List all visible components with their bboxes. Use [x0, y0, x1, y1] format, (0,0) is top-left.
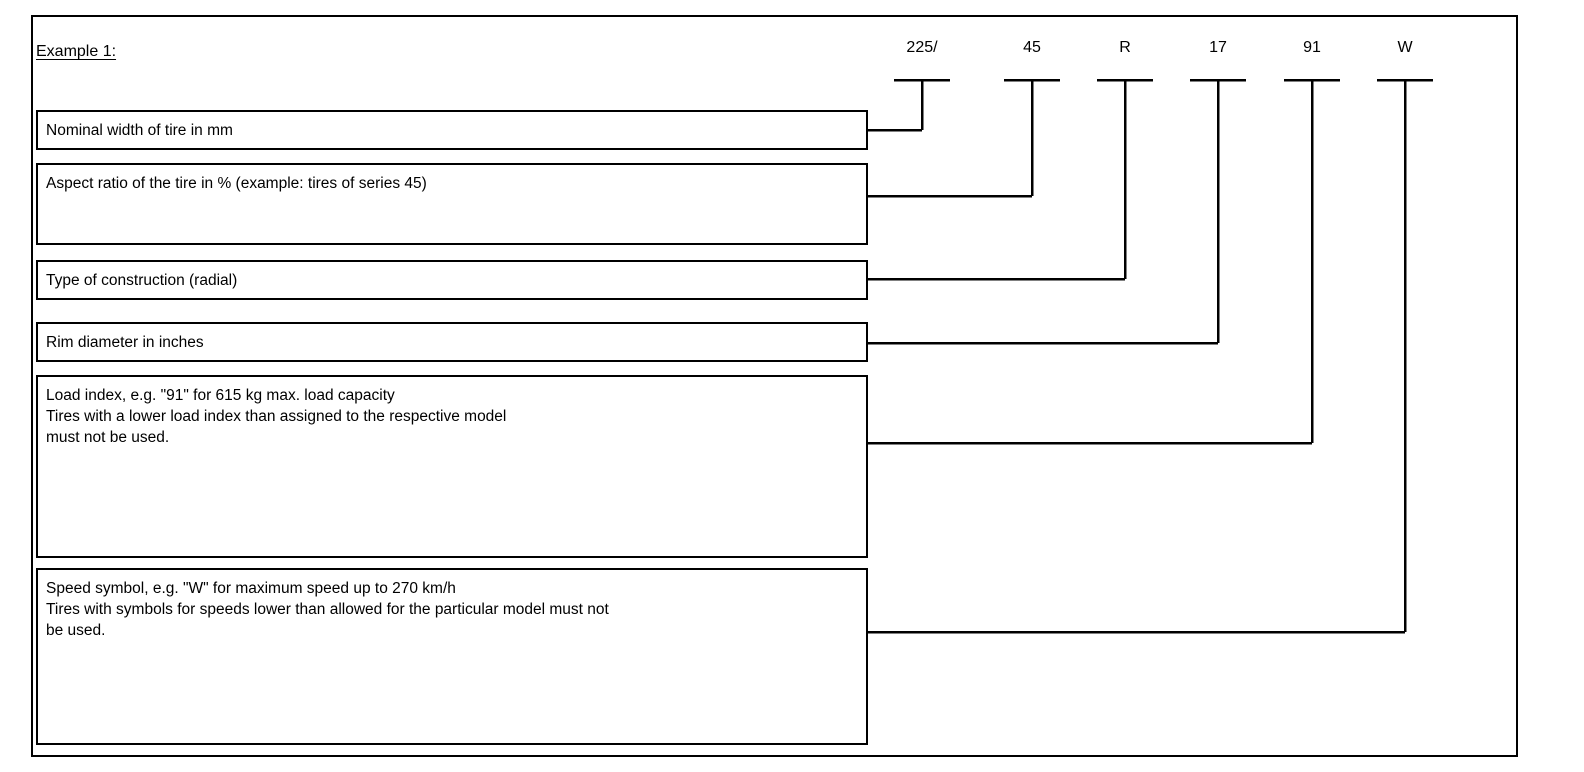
callout-box-rim-diameter: Rim diameter in inches [36, 322, 868, 362]
tire-code-token-construction: R [1119, 39, 1131, 56]
callout-text-aspect-ratio: Aspect ratio of the tire in % (example: … [46, 175, 427, 192]
callout-box-aspect-ratio: Aspect ratio of the tire in % (example: … [36, 163, 868, 245]
callout-box-nominal-width: Nominal width of tire in mm [36, 110, 868, 150]
callout-box-speed-symbol: Speed symbol, e.g. "W" for maximum speed… [36, 568, 868, 745]
callout-text-construction: Type of construction (radial) [46, 272, 238, 289]
tire-code-token-nominal-width: 225/ [906, 39, 938, 56]
callout-box-load-index: Load index, e.g. "91" for 615 kg max. lo… [36, 375, 868, 558]
tire-code-token-rim-diameter: 17 [1209, 39, 1227, 56]
tire-code-token-aspect-ratio: 45 [1023, 39, 1041, 56]
callout-text-rim-diameter: Rim diameter in inches [46, 334, 204, 351]
callout-text-speed-symbol: Speed symbol, e.g. "W" for maximum speed… [46, 580, 609, 639]
tire-code-token-speed-symbol: W [1397, 39, 1413, 56]
callout-text-load-index: Load index, e.g. "91" for 615 kg max. lo… [46, 387, 507, 446]
tire-code-token-load-index: 91 [1303, 39, 1321, 56]
callout-box-construction: Type of construction (radial) [36, 260, 868, 300]
page-title: Example 1: [36, 43, 117, 60]
callout-text-nominal-width: Nominal width of tire in mm [46, 122, 233, 139]
